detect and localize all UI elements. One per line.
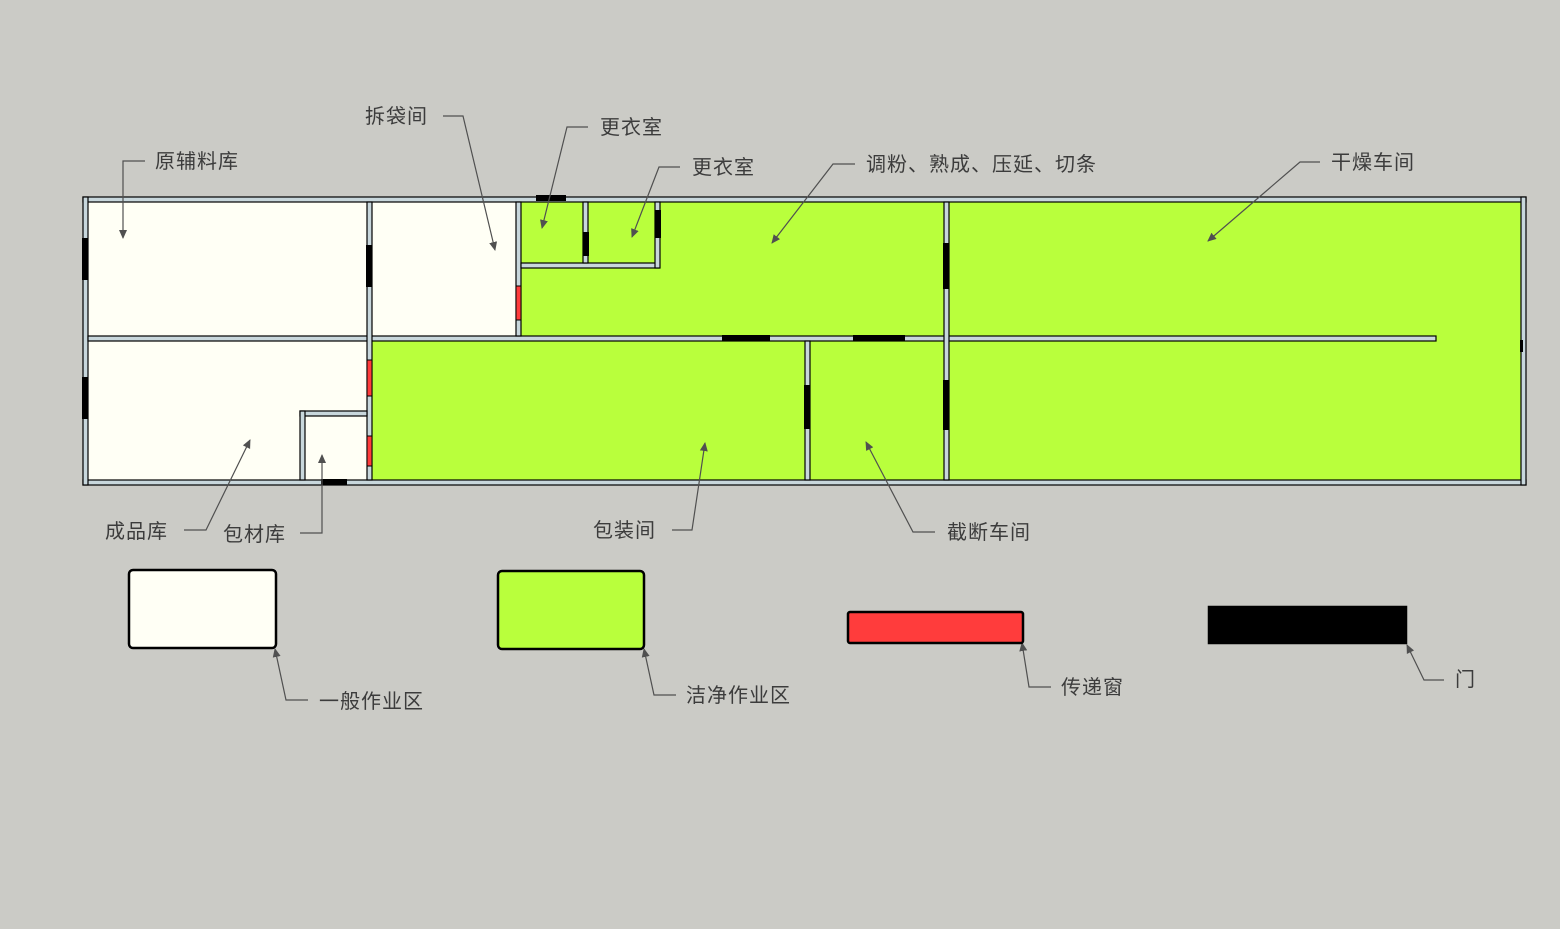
- pass-windows: [366, 285, 522, 467]
- pass-window-icon: [366, 435, 373, 467]
- door-icon: [82, 377, 88, 419]
- label-packing-room: 包装间: [593, 518, 656, 542]
- wall-v-368: [366, 201, 373, 481]
- leader-finished: [184, 439, 251, 531]
- door-icon: [366, 245, 372, 287]
- pass-window-icon: [366, 359, 373, 397]
- leader-lines: [119, 115, 1444, 701]
- legend-swatch-pass-window: [846, 610, 1025, 645]
- room-packing: [372, 341, 806, 480]
- wall-pkg-top: [299, 410, 368, 417]
- room-raw-material-store: [88, 202, 368, 336]
- label-mixing-room: 调粉、熟成、压延、切条: [866, 152, 1097, 176]
- legend-label-pass-window: 传递窗: [1061, 675, 1124, 699]
- door-icon: [1520, 340, 1523, 352]
- label-unpacking-room: 拆袋间: [365, 104, 428, 128]
- label-raw-material-store: 原辅料库: [155, 149, 239, 173]
- door-icon: [321, 479, 347, 485]
- legend-label-clean-zone: 洁净作业区: [686, 683, 791, 707]
- label-finished-goods-store: 成品库: [105, 519, 168, 543]
- wall-v-516: [515, 201, 522, 337]
- leader-legend-pass: [1019, 642, 1051, 688]
- legend-swatch-door: [1207, 605, 1408, 645]
- legend-swatch-clean: [496, 569, 646, 651]
- door-icon: [655, 210, 661, 238]
- leader-legend-door: [1406, 644, 1444, 681]
- leader-drying: [1207, 161, 1320, 242]
- door-icon: [536, 195, 566, 201]
- legend-label-general-zone: 一般作业区: [319, 689, 424, 713]
- door-icon: [82, 238, 88, 280]
- legend-label-door: 门: [1455, 667, 1476, 691]
- wall-bottom: [82, 479, 1527, 486]
- wall-v-945: [943, 201, 950, 481]
- room-fills: [88, 202, 1521, 480]
- wall-changing-bottom: [520, 262, 660, 269]
- label-changing-room-1: 更衣室: [600, 115, 663, 139]
- door-icon: [804, 385, 810, 429]
- room-cutting: [810, 341, 945, 480]
- leader-legend-clean: [641, 648, 676, 696]
- room-unpacking: [372, 202, 516, 336]
- door-icon: [583, 232, 589, 256]
- leader-unpacking: [443, 115, 498, 251]
- legend-swatches: [127, 568, 1408, 651]
- label-changing-room-2: 更衣室: [692, 155, 755, 179]
- label-drying-workshop: 干燥车间: [1331, 150, 1415, 174]
- label-cutting-workshop: 截断车间: [947, 520, 1031, 544]
- leader-pkg-material: [300, 454, 326, 534]
- leader-packing: [672, 442, 708, 531]
- leader-mixing: [771, 163, 855, 244]
- leader-legend-general: [272, 648, 308, 701]
- door-icon: [943, 380, 949, 430]
- door-icon: [853, 335, 905, 341]
- room-clean-upper: [521, 202, 945, 336]
- door-icon: [722, 335, 770, 341]
- leader-changing-1: [540, 126, 588, 229]
- leader-raw-material: [119, 160, 145, 239]
- pass-window-icon: [515, 285, 522, 321]
- door-icon: [943, 243, 949, 289]
- wall-pkg-left: [299, 410, 306, 481]
- leader-changing-2: [631, 166, 680, 238]
- label-packaging-material-store: 包材库: [223, 522, 286, 546]
- legend-swatch-general: [127, 568, 278, 650]
- doors: [82, 195, 1523, 485]
- leader-cutting: [865, 441, 935, 533]
